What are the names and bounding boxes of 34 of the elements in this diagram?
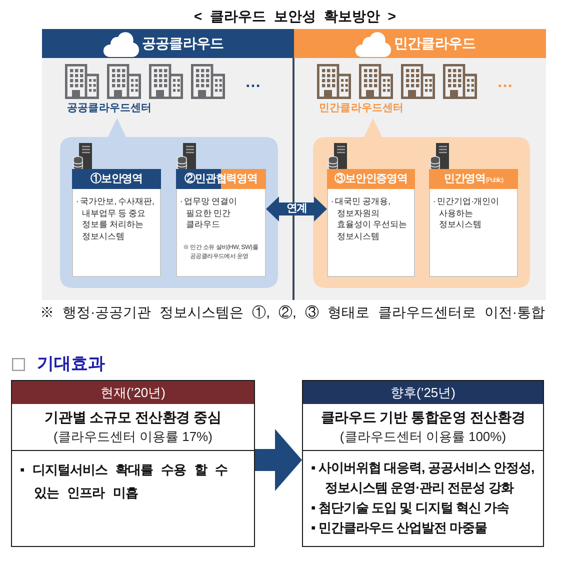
cell-subtitle: (클라우드센터 이용률 100%) — [340, 428, 506, 446]
cell-subtitle: (클라우드센터 이용률 17%) — [54, 428, 212, 446]
ellipsis-text: … — [245, 73, 262, 93]
section-heading: 기대효과 — [37, 354, 105, 374]
info-box — [327, 169, 415, 277]
bullet-text: · 대국민 공개용, 정보자원의 효율성이 우선되는 정보시스템 — [331, 196, 408, 242]
summary-table — [11, 380, 255, 547]
bullet-item: ▪ 사이버위협 대응력, 공공서비스 안정성, 정보시스템 운영·관리 전문성 강화 — [311, 459, 536, 497]
bullet-item: ▪ 첨단기술 도입 및 디지털 혁신 가속 — [311, 499, 510, 517]
info-box — [72, 169, 161, 277]
panel-title: 공공클라우드 — [142, 34, 224, 53]
bullet-text: · 국가안보, 수사재판, 내부업무 등 중요 정보를 처리하는 정보시스템 — [76, 196, 155, 242]
cell-title: 기관별 소규모 전산환경 중심 — [44, 408, 222, 427]
title-bar: ③보안인증영역 — [327, 169, 415, 189]
summary-table — [302, 380, 544, 547]
diagram-title: < 클라우드 보안성 확보방안 > — [194, 7, 396, 26]
panel-title: 민간클라우드 — [394, 34, 476, 53]
table-header: 현재(’20년) — [12, 381, 254, 404]
center-label: 공공클라우드센터 — [67, 101, 152, 115]
info-box — [429, 169, 518, 277]
center-label: 민간클라우드센터 — [319, 101, 404, 115]
bullet-text: · 민간기업·개인이 사용하는 정보시스템 — [433, 196, 500, 231]
bullet-text: · 업무망 연결이 필요한 민간 클라우드 — [180, 196, 238, 231]
title-bar: ①보안영역 — [72, 169, 161, 189]
edge-label: 연계 — [285, 202, 308, 216]
ellipsis-text: … — [497, 73, 514, 93]
bullet-item: ▪ 민간클라우드 산업발전 마중물 — [311, 519, 488, 537]
block-arrow — [255, 429, 302, 491]
info-box — [176, 169, 266, 277]
block-arrow — [266, 196, 327, 222]
note-text: ※ 행정·공공기관 정보시스템은 ①, ②, ③ 형태로 클라우드센터로 이전·통합 — [40, 303, 546, 322]
bullet-item: ▪ 디지털서비스 확대를 수용 할 수 있는 인프라 미흡 — [20, 461, 228, 502]
cell-title: 클라우드 기반 통합운영 전산환경 — [320, 408, 526, 427]
table-header: 향후(’25년) — [303, 381, 543, 404]
